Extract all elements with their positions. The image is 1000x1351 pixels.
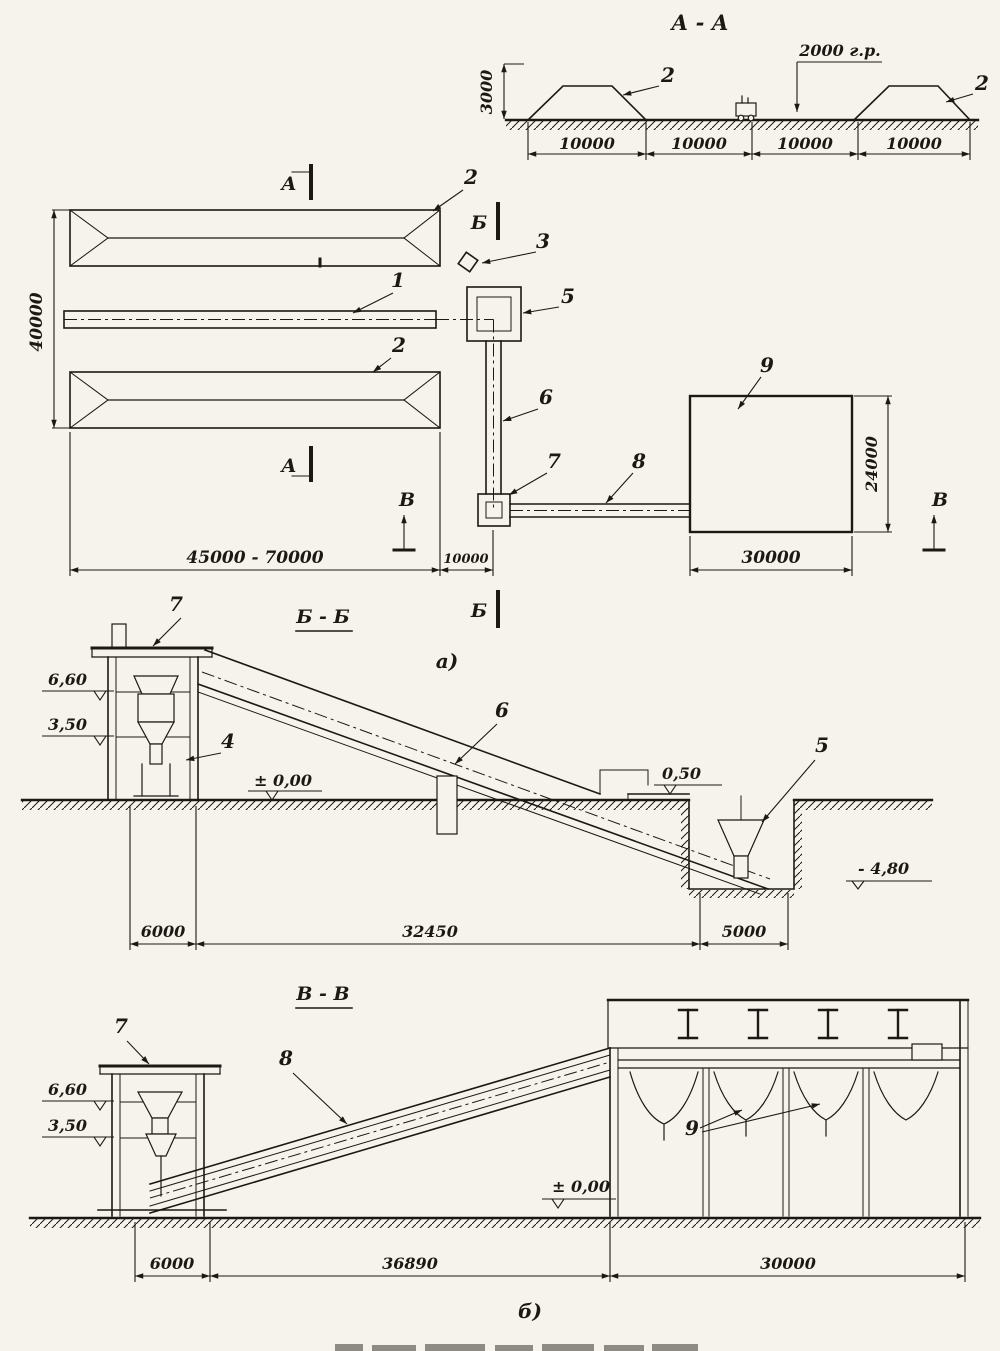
plan-building [688, 394, 854, 534]
callout-incline-gallery: 6 [539, 385, 553, 409]
bb-elevation-660: 6,60 [42, 670, 114, 701]
callout-transfer-node: 7 [547, 449, 561, 473]
mark-b-top: Б [470, 212, 487, 234]
plan-horizontal-gallery [509, 503, 691, 518]
callout-bb-gallery: 6 [495, 698, 509, 722]
dim-bb-32450: 32450 [402, 922, 458, 941]
callout-receiving-tower: 5 [561, 284, 575, 308]
section-bb-title: Б - Б [295, 606, 350, 628]
section-bb: 7 Б - Б 4 [20, 592, 934, 950]
dim-vv-36890: 36890 [382, 1254, 438, 1273]
dim-40000: 40000 [27, 292, 47, 351]
vv-elevation-zero: ± 0,00 [542, 1177, 616, 1209]
dim-3000: 3000 [477, 70, 496, 115]
stockpile-right-aa [852, 85, 972, 121]
mark-a-bottom: А [279, 455, 296, 477]
plan-stockpile-top [69, 209, 441, 268]
vv-machine [136, 1091, 184, 1197]
plan-conveyor [63, 310, 494, 508]
dim-10000-3: 10000 [777, 134, 833, 153]
plan-caption: а) [436, 649, 458, 673]
mark-v-right: В [931, 489, 948, 511]
bb-gallery [196, 648, 771, 895]
bb-elevation-350: 3,50 [42, 715, 114, 746]
ground-level-note: 2000 г.р. [798, 41, 880, 60]
bb-elevation-pit: - 4,80 [846, 859, 932, 890]
elev-350-label: 3,50 [48, 715, 87, 734]
vv-elevation-660: 6,60 [42, 1080, 114, 1111]
callout-pile-left: 2 [660, 63, 675, 87]
vv-gallery [149, 1047, 611, 1214]
ground-hatch-aa [506, 121, 978, 130]
stockpile-left-aa [526, 85, 648, 121]
callout-horizontal-gallery: 8 [631, 449, 646, 473]
bb-ground-hatch-left [22, 801, 689, 810]
section-aa: А - А 2000 г.р. 3000 2 2 [477, 10, 989, 160]
vv-elev-350-label: 3,50 [48, 1116, 87, 1135]
callout-vv-gallery: 8 [278, 1046, 293, 1070]
bb-ground-hatch-right [794, 801, 932, 810]
mark-v-left: В [398, 489, 415, 511]
dim-30000-plan: 30000 [741, 548, 800, 568]
elev-half-label: 0,50 [662, 764, 701, 783]
plan-receiving-tower [466, 286, 522, 342]
mark-a-top: А [279, 173, 296, 195]
vv-building [606, 998, 970, 1217]
plan-view: А А Б Б 2 1 [27, 164, 948, 673]
plan-tripper [457, 251, 479, 273]
callout-bb-machine: 4 [221, 729, 235, 753]
bb-elevation-zero: ± 0,00 [248, 771, 322, 801]
elev-pit-label: - 4,80 [858, 859, 909, 878]
dim-10000-2: 10000 [671, 134, 727, 153]
dim-row-plan: 45000 - 70000 10000 30000 [69, 432, 853, 576]
bb-pit-hatch-bottom [689, 890, 794, 898]
callout-pile-top: 2 [463, 165, 478, 189]
cropped-caption-artifact [335, 1344, 698, 1351]
vv-elev-660-label: 6,60 [48, 1080, 87, 1099]
vv-elevation-350: 3,50 [42, 1116, 114, 1147]
vv-hoppers [629, 1071, 939, 1141]
bb-pit-hatch-left [681, 801, 689, 889]
bb-pit-boot [717, 795, 765, 879]
dim-vv-30000: 30000 [760, 1254, 816, 1273]
dim-bb-5000: 5000 [722, 922, 767, 941]
dim-bb-6000: 6000 [141, 922, 186, 941]
dim-10000-4: 10000 [886, 134, 942, 153]
callout-building: 9 [760, 353, 774, 377]
bb-machine [133, 675, 179, 797]
callout-bb-pit-boot: 5 [815, 733, 829, 757]
dim-row-vv: 6000 36890 30000 [134, 1222, 966, 1282]
callout-tripper: 3 [536, 229, 550, 253]
vv-elev-zero-label: ± 0,00 [552, 1177, 610, 1196]
dim-row-bb: 6000 32450 5000 [129, 806, 789, 950]
callout-pile-right: 2 [974, 71, 989, 95]
elev-zero-label: ± 0,00 [254, 771, 312, 790]
vv-caption: б) [518, 1299, 542, 1323]
callout-vv-hoppers: 9 [685, 1116, 699, 1140]
callout-bb-head-house: 7 [169, 592, 183, 616]
dim-45000-70000: 45000 - 70000 [186, 548, 323, 568]
dim-10000-gap: 10000 [443, 552, 488, 567]
callout-conveyor: 1 [391, 268, 405, 292]
dim-vv-6000: 6000 [150, 1254, 195, 1273]
dim-10000-1: 10000 [559, 134, 615, 153]
dim-row-aa: 10000 10000 10000 10000 [527, 122, 971, 160]
dim-24000: 24000 [862, 436, 881, 493]
plan-incline-gallery [485, 340, 502, 495]
roof-beam-icons [677, 1008, 909, 1040]
callout-pile-bottom: 2 [391, 333, 406, 357]
stacker-machine-icon [735, 95, 757, 122]
section-vv: В - В 7 6,60 [28, 983, 982, 1323]
bb-elevation-half: 0,50 [654, 764, 722, 795]
plan-stockpile-bottom [69, 371, 441, 429]
callout-vv-head-house: 7 [114, 1014, 128, 1038]
vv-ground-hatch [30, 1219, 980, 1228]
mark-b-bottom: Б [470, 600, 487, 622]
bb-pit-hatch-right [794, 801, 802, 889]
elev-660-label: 6,60 [48, 670, 87, 689]
bb-tower [90, 623, 214, 800]
section-aa-title: А - А [669, 10, 729, 35]
section-vv-title: В - В [295, 983, 349, 1005]
